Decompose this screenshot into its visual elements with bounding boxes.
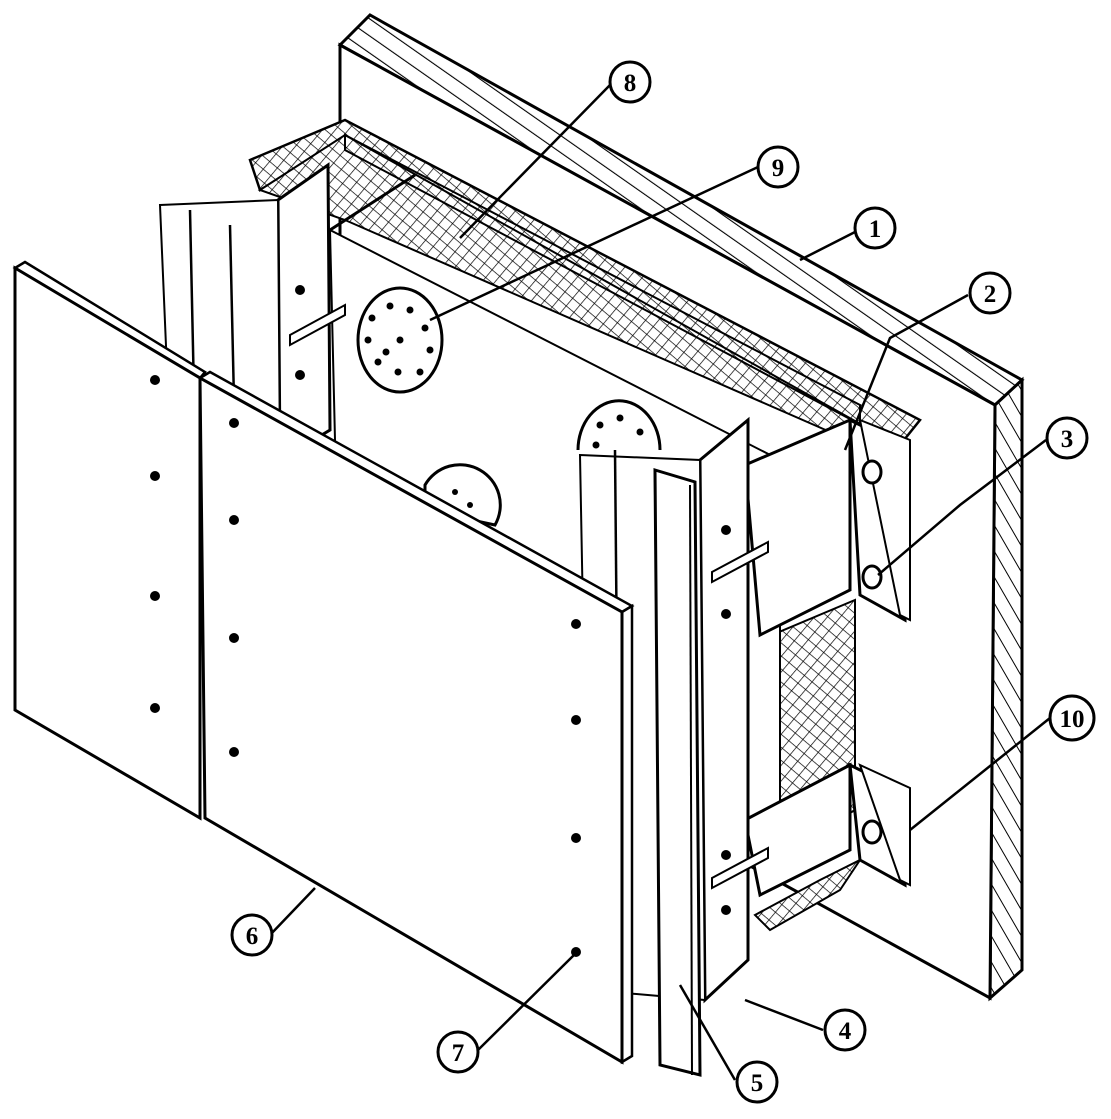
- callout-label: 1: [869, 216, 882, 243]
- callout-label: 8: [624, 70, 637, 97]
- cladding-panel-left: [12, 260, 207, 821]
- callout-label: 9: [772, 155, 785, 182]
- callout-label: 2: [984, 281, 997, 308]
- anchor-disc-right: [576, 399, 662, 451]
- callout-4: 4: [823, 1008, 867, 1052]
- leader-4: [744, 998, 824, 1032]
- cladding-panel-main: [197, 370, 635, 1065]
- callout-5: 5: [735, 1060, 779, 1104]
- anchor-disc-upper: [356, 286, 444, 394]
- callout-3: 3: [1045, 416, 1089, 460]
- callout-label: 4: [839, 1018, 852, 1045]
- leader-5: [678, 984, 737, 1081]
- callout-label: 3: [1061, 426, 1074, 453]
- leader-8: [459, 84, 611, 239]
- callout-label: 10: [1060, 706, 1085, 733]
- callout-label: 6: [246, 923, 259, 950]
- leader-1: [799, 230, 856, 262]
- leader-2: [843, 293, 969, 451]
- callout-2: 2: [968, 271, 1012, 315]
- callout-9: 9: [756, 145, 800, 189]
- callout-label: 7: [452, 1040, 465, 1067]
- callout-8: 8: [608, 60, 652, 104]
- leader-10: [909, 717, 1051, 831]
- leader-7: [477, 954, 575, 1051]
- leader-9: [429, 165, 759, 322]
- leader-lines: [269, 84, 1051, 1081]
- callout-1: 1: [853, 206, 897, 250]
- callout-6: 6: [230, 913, 274, 957]
- callout-label: 5: [751, 1070, 764, 1097]
- leader-6: [269, 887, 316, 936]
- bracket-upper: [743, 417, 911, 638]
- callout-7: 7: [436, 1030, 480, 1074]
- bracket-lower: [743, 762, 911, 898]
- callout-10: 10: [1048, 694, 1096, 742]
- leader-3: [877, 439, 1047, 576]
